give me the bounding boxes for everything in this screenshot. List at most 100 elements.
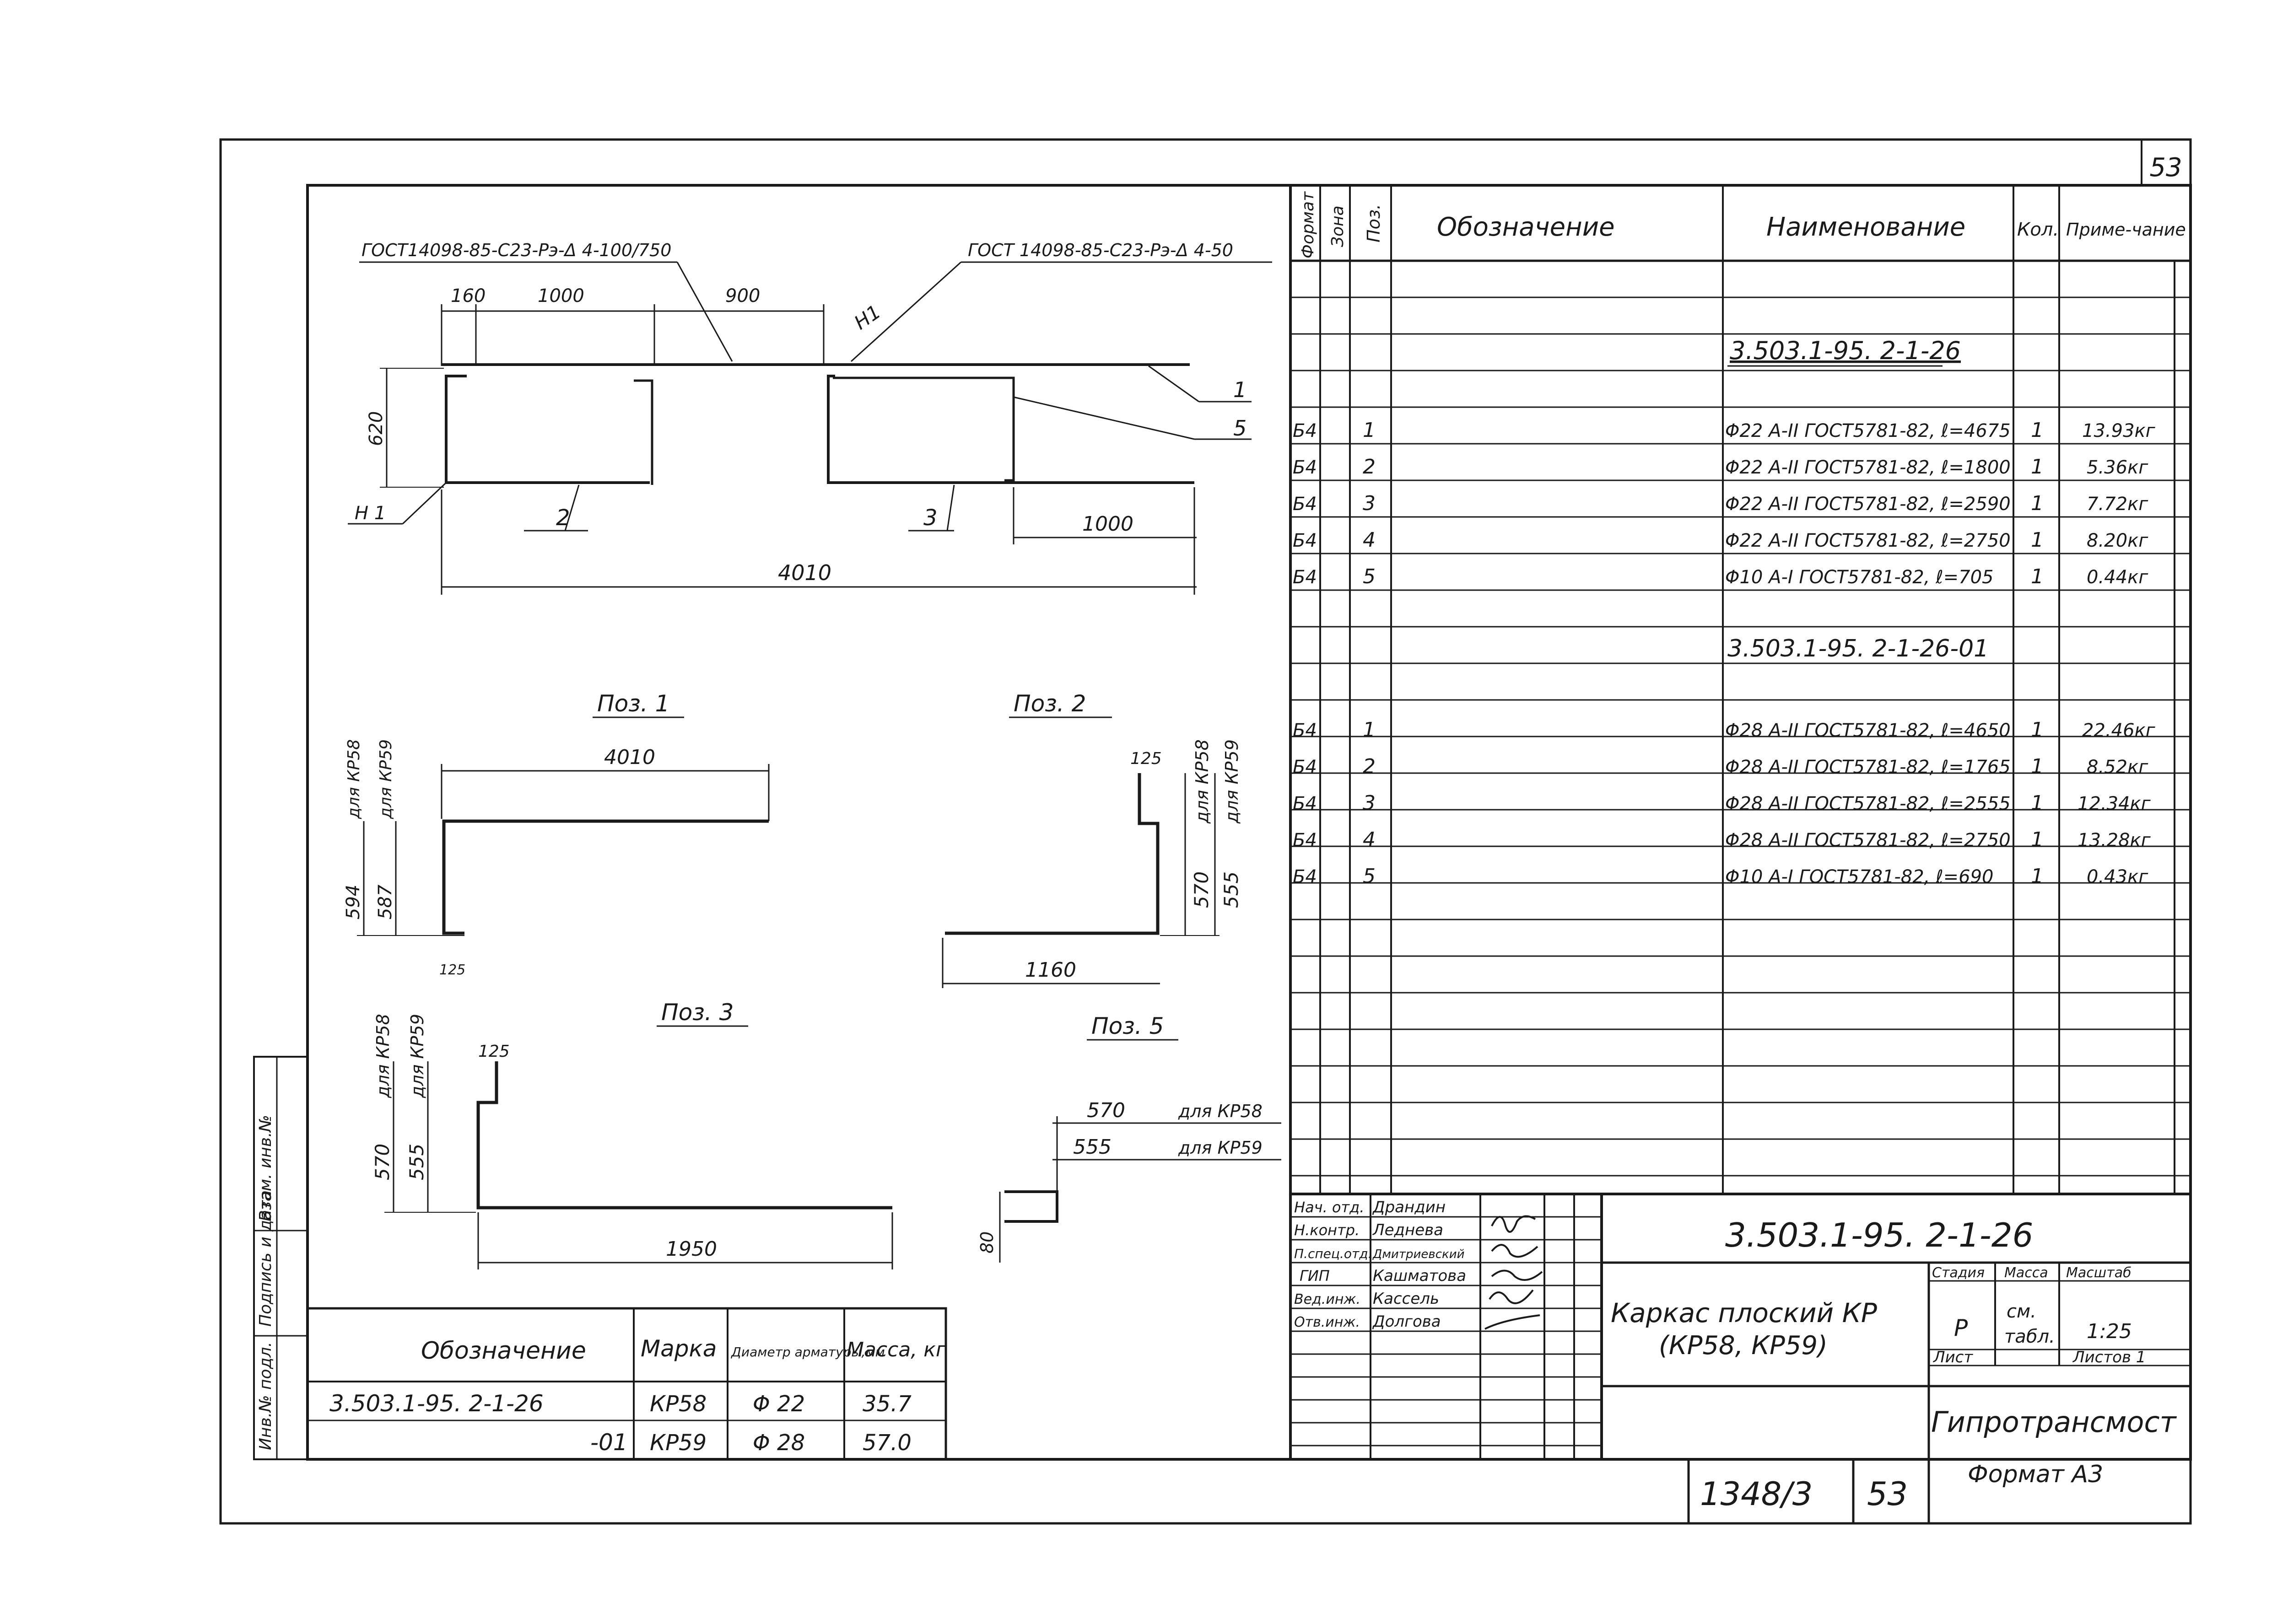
dim-4010: 4010 [778, 560, 831, 585]
signature-scribble [1491, 1215, 1536, 1233]
poz2-kp58: для КР58 [1192, 739, 1212, 824]
mt-row1-mass: 35.7 [863, 1391, 912, 1417]
poz3-kp59: для КР59 [407, 1014, 427, 1098]
title-line1: Каркас плоский КР [1611, 1297, 1877, 1328]
spec-g1-r4-qty: 1 [2031, 528, 2044, 552]
spec-g2-r2-note: 8.52кг [2087, 757, 2148, 778]
mass-value-2: табл. [2004, 1326, 2055, 1347]
dim-1000-right: 1000 [1082, 512, 1133, 536]
spec-group2-title: 3.503.1-95. 2-1-26-01 [1727, 635, 1989, 662]
poz2-title: Поз. 2 [1014, 690, 1086, 717]
spec-group2-rows: Б4 1 Φ28 A-II ГОСТ5781-82, ℓ=4650 1 22.4… [1293, 718, 2156, 888]
poz5-kp59: для КР59 [1178, 1138, 1263, 1158]
poz5-dim-570: 570 [1087, 1099, 1125, 1122]
spec-g2-r4-pos: 4 [1363, 828, 1376, 851]
spec-g1-r5-qty: 1 [2031, 565, 2044, 588]
page-number: 53 [2149, 153, 2182, 183]
callout-pos-5: 5 [1233, 416, 1247, 441]
poz5-dim-555: 555 [1073, 1135, 1112, 1159]
spec-g1-r4-name: Φ22 A-II ГОСТ5781-82, ℓ=2750 [1725, 530, 2011, 551]
organization: Гипротрансмост [1931, 1405, 2177, 1439]
detail-poz3: Поз. 3 125 570 555 для КР58 для КР59 195… [371, 999, 893, 1269]
poz2-dim-570: 570 [1190, 871, 1213, 908]
weld-n1-left: Н 1 [355, 503, 386, 524]
sig-name-1: Драндин [1372, 1198, 1446, 1216]
spec-g2-r5-format: Б4 [1293, 866, 1317, 887]
mt-header-designation: Обозначение [421, 1337, 586, 1365]
sig-role-3: П.спец.отд. [1294, 1246, 1372, 1261]
spec-g2-r3-qty: 1 [2031, 791, 2044, 815]
sig-name-2: Леднева [1372, 1221, 1443, 1239]
detail-poz2: Поз. 2 125 570 555 для КР58 для КР59 116… [942, 690, 1242, 988]
spec-g2-r5-name: Φ10 A-I ГОСТ5781-82, ℓ=690 [1725, 866, 1993, 887]
stage-value: Р [1954, 1315, 1968, 1341]
scale-value: 1:25 [2087, 1320, 2132, 1343]
weld-n1-top: Н1 [850, 301, 885, 334]
spec-g1-r2-qty: 1 [2031, 455, 2044, 479]
dim-160: 160 [451, 285, 486, 307]
spec-header-pos: Поз. [1364, 204, 1384, 242]
mt-row1-diameter: Φ 22 [753, 1391, 805, 1417]
poz1-bar [442, 819, 769, 935]
dim-900: 900 [725, 285, 760, 307]
spec-g1-r1-format: Б4 [1293, 420, 1317, 441]
poz3-top: 125 [478, 1042, 510, 1061]
spec-g1-r2-format: Б4 [1293, 457, 1317, 478]
spec-row-lines [1290, 296, 2191, 1177]
spec-header-designation: Обозначение [1437, 212, 1615, 242]
right-loop-bar [827, 375, 1194, 484]
spec-g1-r3-format: Б4 [1293, 494, 1317, 515]
poz3-dim-555: 555 [405, 1144, 428, 1180]
spec-g1-r4-format: Б4 [1293, 530, 1317, 551]
sig-role-2: Н.контр. [1294, 1221, 1360, 1239]
poz1-kp58: для КР58 [345, 739, 363, 819]
page-number-box [2141, 139, 2191, 186]
spec-table: Формат Зона Поз. Обозначение Наименовани… [1290, 185, 2191, 1194]
signature-row-lines [1290, 1216, 1602, 1447]
poz2-length: 1160 [1025, 958, 1076, 982]
spec-g2-r2-pos: 2 [1363, 755, 1376, 778]
spec-header-format: Формат [1299, 191, 1317, 258]
poz2-top: 125 [1130, 749, 1162, 768]
spec-g2-r2-qty: 1 [2031, 755, 2044, 778]
spec-g1-r3-pos: 3 [1363, 492, 1376, 515]
spec-g2-r1-qty: 1 [2031, 718, 2044, 742]
spec-g1-r5-note: 0.44кг [2087, 567, 2148, 588]
spec-g1-r5-pos: 5 [1363, 565, 1376, 588]
sig-name-4: Кашматова [1373, 1267, 1466, 1285]
callout-pos-1: 1 [1233, 377, 1247, 402]
spec-g1-r1-note: 13.93кг [2082, 420, 2156, 441]
spec-g1-r3-name: Φ22 A-II ГОСТ5781-82, ℓ=2590 [1725, 494, 2011, 515]
callout-gost-left: ГОСТ14098-85-С23-Рэ-Δ 4-100/750 [362, 240, 671, 260]
poz3-length: 1950 [666, 1237, 717, 1261]
poz1-dim-587: 587 [375, 884, 396, 920]
mt-row2-diameter: Φ 28 [753, 1430, 805, 1456]
stamp-replace-label: Взам. инв.№ [256, 1115, 275, 1221]
spec-g2-r1-pos: 1 [1363, 718, 1376, 742]
poz1-kp59: для КР59 [377, 739, 395, 819]
poz5-dim-80: 80 [977, 1231, 997, 1253]
spec-g2-r3-pos: 3 [1363, 791, 1376, 815]
sig-name-5: Кассель [1373, 1290, 1439, 1308]
signature-scribble [1489, 1289, 1534, 1304]
mt-header-diameter: Диаметр арматуры,мм [730, 1344, 885, 1360]
spec-header-note: Приме-чание [2066, 220, 2186, 240]
spec-g1-r5-name: Φ10 A-I ГОСТ5781-82, ℓ=705 [1725, 567, 1993, 588]
title-line2: (КР58, КР59) [1659, 1331, 1828, 1361]
spec-g2-r4-name: Φ28 A-II ГОСТ5781-82, ℓ=2750 [1725, 830, 2011, 851]
mt-row2-mark: КР59 [650, 1430, 707, 1456]
spec-header-qty: Кол. [2017, 219, 2059, 240]
sig-role-6: Отв.инж. [1294, 1314, 1360, 1330]
spec-g2-r4-note: 13.28кг [2078, 830, 2151, 851]
spec-header-zone: Зона [1328, 205, 1347, 247]
spec-g2-r1-name: Φ28 A-II ГОСТ5781-82, ℓ=4650 [1725, 720, 2011, 741]
poz5-title: Поз. 5 [1091, 1013, 1164, 1039]
sig-name-6: Долгова [1372, 1312, 1441, 1331]
spec-group1-title: 3.503.1-95. 2-1-26 [1730, 336, 1961, 365]
spec-g1-r2-pos: 2 [1363, 455, 1376, 479]
sig-role-5: Вед.инж. [1294, 1291, 1360, 1307]
poz5-kp58: для КР58 [1178, 1101, 1263, 1121]
detail-poz5: Поз. 5 570 555 для КР58 для КР59 80 [977, 1013, 1281, 1263]
sheets-label: Листов 1 [2072, 1348, 2146, 1366]
scale-header: Масштаб [2066, 1265, 2132, 1281]
